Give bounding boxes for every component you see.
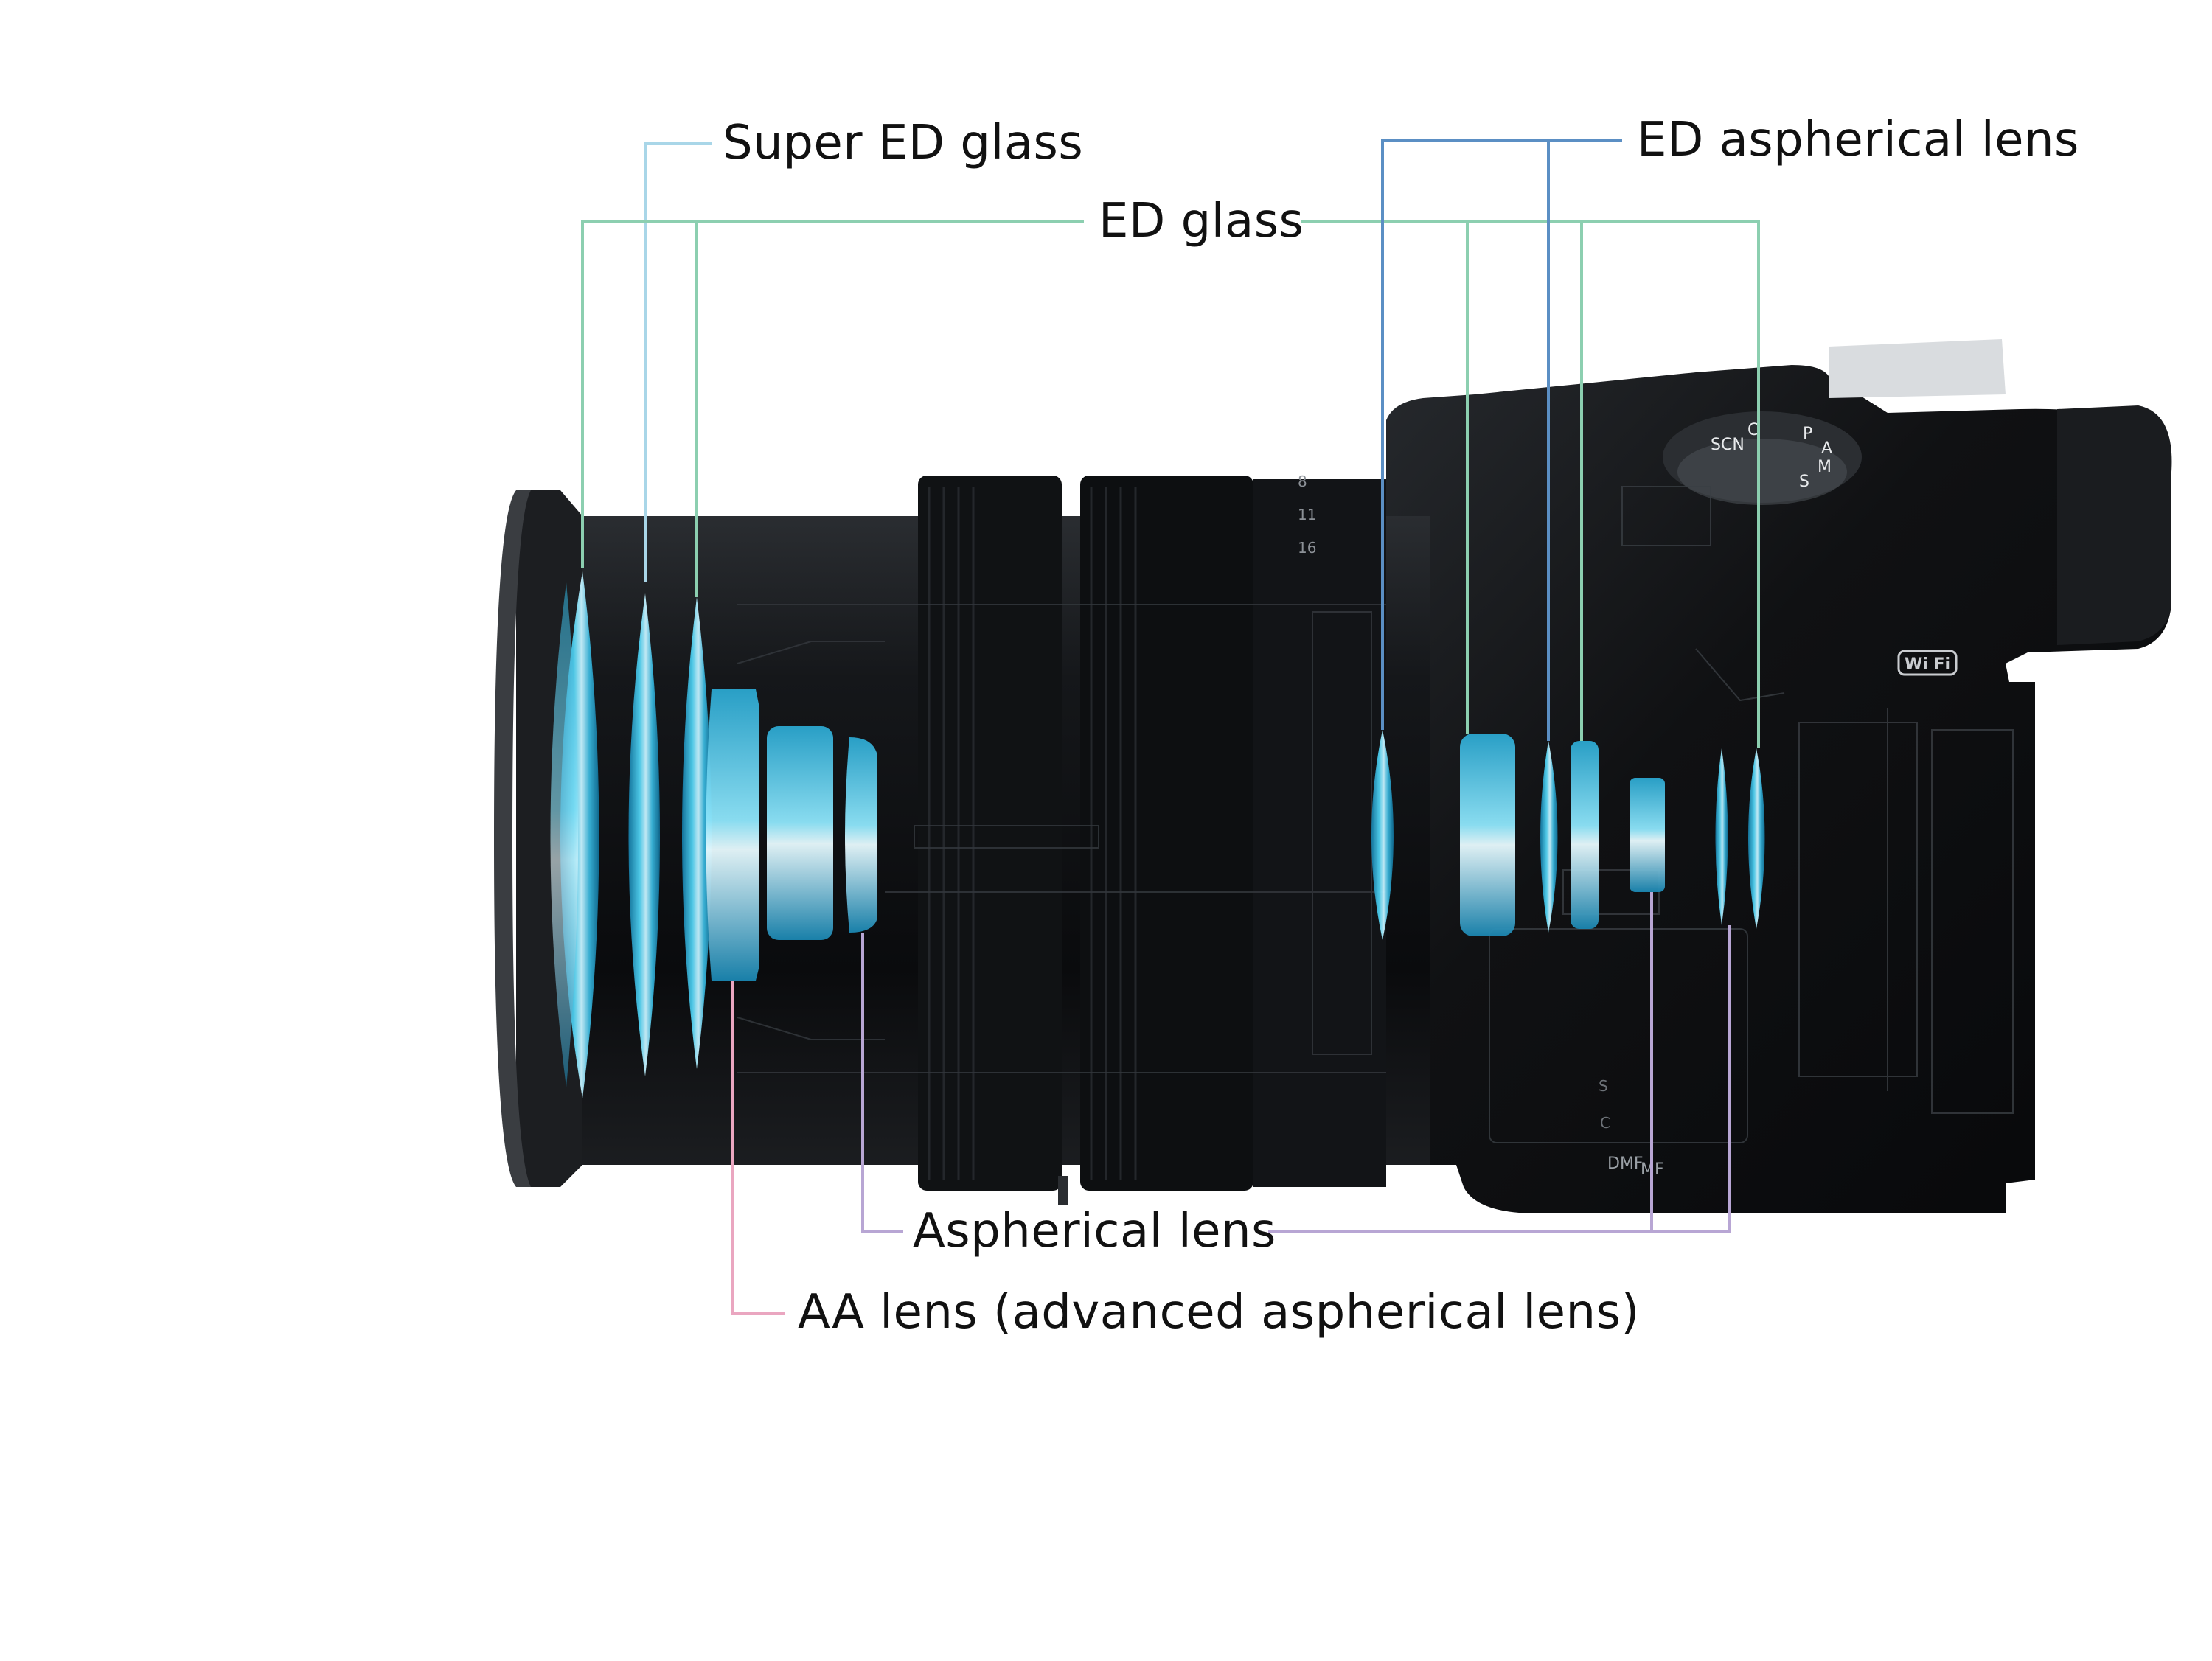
leader-lines	[581, 139, 1760, 1315]
label-super-ed-glass: Super ED glass	[723, 116, 1084, 170]
ed-glass-leader-right	[1301, 220, 1760, 748]
aperture-scale: 8 11 16	[1298, 473, 1316, 557]
lens-element-5	[767, 726, 833, 940]
mode-dial-knurl	[1677, 439, 1847, 505]
lens-element-13-ed	[1748, 748, 1765, 929]
dial-letter: M	[1818, 458, 1832, 476]
lens-element-10-ed	[1571, 741, 1599, 929]
lens-element-1-inner	[550, 582, 578, 1087]
dial-letter: SCN	[1711, 436, 1745, 454]
lens-element-12-aspherical	[1715, 748, 1728, 925]
lens-barrel: 8 11 16	[494, 473, 1430, 1205]
aa-lens-leader	[731, 981, 785, 1315]
viewfinder-eyecup	[2057, 405, 2172, 645]
aperture-ring	[1253, 479, 1386, 1187]
aperture-value: 16	[1298, 539, 1316, 557]
lens-element-7-ed-aspherical	[1371, 730, 1394, 940]
barrel-foot	[1058, 1176, 1068, 1205]
dial-letter: P	[1803, 425, 1812, 443]
lens-element-3	[682, 597, 712, 1069]
dial-letter: S	[1799, 473, 1809, 491]
aperture-value: 8	[1298, 473, 1307, 490]
zoom-ring	[918, 476, 1062, 1191]
wifi-badge	[1897, 650, 1958, 676]
wifi-mark: Wi Fi	[1905, 655, 1950, 674]
ring-grip-lines	[928, 487, 1137, 1180]
ed-glass-leader-left	[581, 220, 1084, 568]
label-aspherical-lens: Aspherical lens	[913, 1204, 1276, 1258]
label-ed-glass: ED glass	[1099, 194, 1304, 248]
aperture-value: 11	[1298, 506, 1316, 523]
dial-letter: A	[1821, 439, 1832, 458]
lens-elements	[550, 571, 1765, 1098]
label-aa-lens: AA lens (advanced aspherical lens)	[798, 1285, 1640, 1340]
aspherical-leader-right	[1268, 925, 1731, 1233]
front-ring-edge	[494, 490, 531, 1187]
super-ed-leader	[644, 142, 712, 582]
dial-letter: C	[1747, 421, 1759, 439]
lens-element-9-ed-aspherical	[1540, 741, 1558, 933]
s-mark: S	[1599, 1077, 1608, 1095]
c-mark: C	[1600, 1114, 1610, 1132]
focus-ring	[1080, 476, 1253, 1191]
lens-element-11-aspherical	[1630, 778, 1665, 892]
mode-dial-letters: SCN M S A P C	[1711, 421, 1832, 491]
lens-element-6-aspherical	[845, 737, 877, 933]
lens-element-2	[628, 593, 660, 1076]
aspherical-leader-left	[861, 933, 903, 1233]
lens-element-4-aa	[706, 689, 759, 981]
hot-shoe-plate	[1829, 339, 2006, 398]
ed-aspherical-leader	[1381, 139, 1622, 730]
lens-element-8-ed	[1460, 734, 1515, 936]
label-ed-aspherical-lens: ED aspherical lens	[1637, 113, 2079, 167]
barrel-wireframe	[737, 604, 1386, 1073]
dmf-mark: DMF	[1607, 1155, 1644, 1173]
